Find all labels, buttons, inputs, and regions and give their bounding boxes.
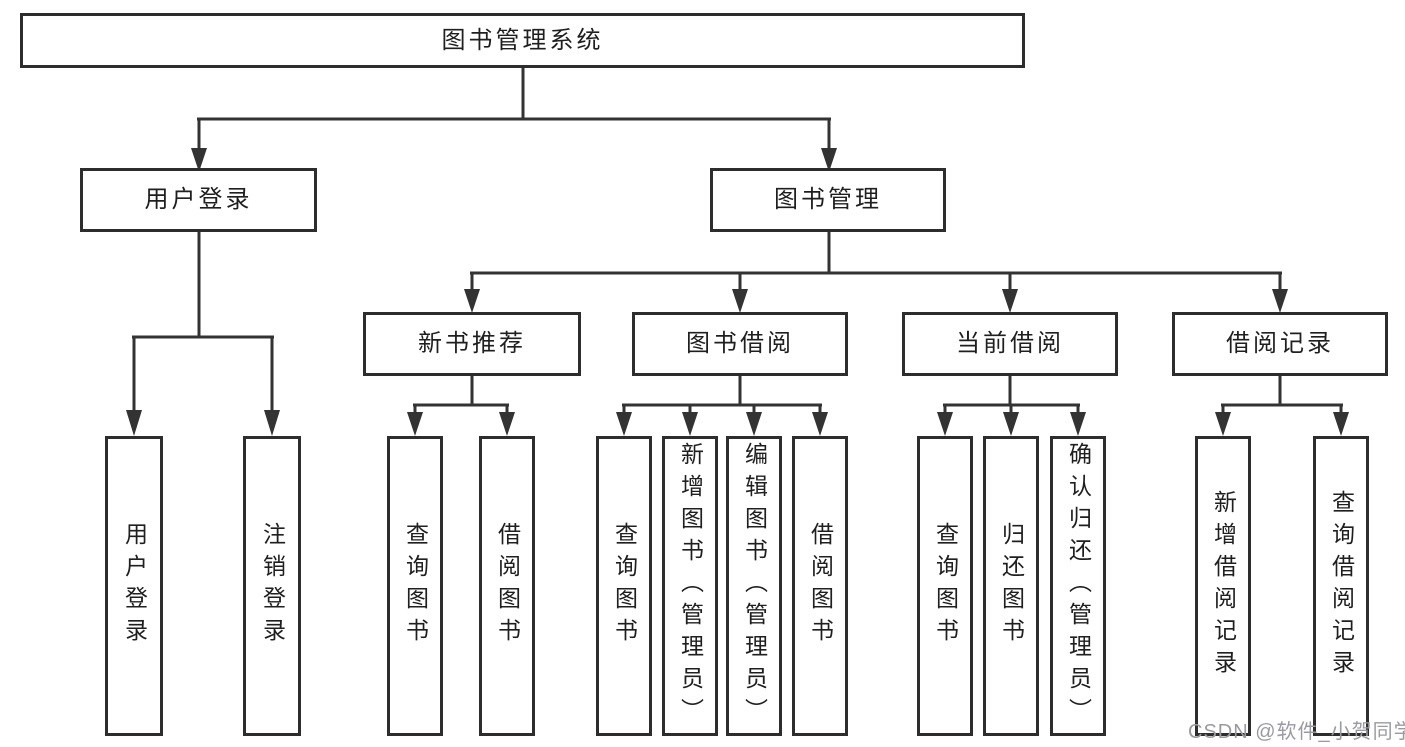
node-user-login-branch: 用户登录 [80,168,317,232]
node-current-borrowing: 当前借阅 [902,312,1118,376]
node-book-management-branch: 图书管理 [710,168,946,232]
node-label: 用户登录 [121,522,148,650]
node-new-book-recommendation: 新书推荐 [363,312,581,376]
leaf-add-book-admin: 新增图书（管理员） [662,436,718,736]
leaf-user-login: 用户登录 [105,436,163,736]
node-library-system-root: 图书管理系统 [20,13,1025,68]
node-label: 新增图书（管理员） [677,442,704,730]
node-label: 查询借阅记录 [1328,490,1355,682]
node-label: 图书借阅 [686,330,794,357]
node-label: 当前借阅 [956,330,1064,357]
arrowhead-icons [126,148,1349,436]
leaf-add-borrow-record: 新增借阅记录 [1195,436,1251,736]
leaf-query-books-borrow: 查询图书 [596,436,652,736]
node-label: 借阅图书 [494,522,521,650]
node-borrowing-records: 借阅记录 [1172,312,1388,376]
csdn-watermark: CSDN @软件_小贺同学 [1188,721,1405,743]
node-book-borrowing: 图书借阅 [632,312,848,376]
leaf-query-books-recommend: 查询图书 [387,436,443,736]
leaf-edit-book-admin: 编辑图书（管理员） [726,436,782,736]
node-label: 查询图书 [611,522,638,650]
leaf-return-book: 归还图书 [983,436,1039,736]
node-label: 新书推荐 [418,330,526,357]
leaf-borrow-books-recommend: 借阅图书 [479,436,535,736]
node-label: 查询图书 [932,522,959,650]
node-label: 新增借阅记录 [1210,490,1237,682]
leaf-query-books-current: 查询图书 [917,436,973,736]
node-label: 查询图书 [402,522,429,650]
node-label: 注销登录 [259,522,286,650]
node-label: 用户登录 [144,186,253,213]
node-label: 确认归还（管理员） [1065,442,1092,730]
node-label: 图书管理系统 [441,26,604,54]
node-label: 归还图书 [998,522,1025,650]
node-label: 借阅记录 [1226,330,1334,357]
leaf-borrow-books: 借阅图书 [792,436,848,736]
leaf-query-borrow-record: 查询借阅记录 [1313,436,1369,736]
leaf-logout: 注销登录 [243,436,301,736]
node-label: 借阅图书 [807,522,834,650]
node-label: 编辑图书（管理员） [741,442,768,730]
leaf-confirm-return-admin: 确认归还（管理员） [1050,436,1106,736]
node-label: 图书管理 [774,186,882,213]
connector-lines [132,68,1343,414]
